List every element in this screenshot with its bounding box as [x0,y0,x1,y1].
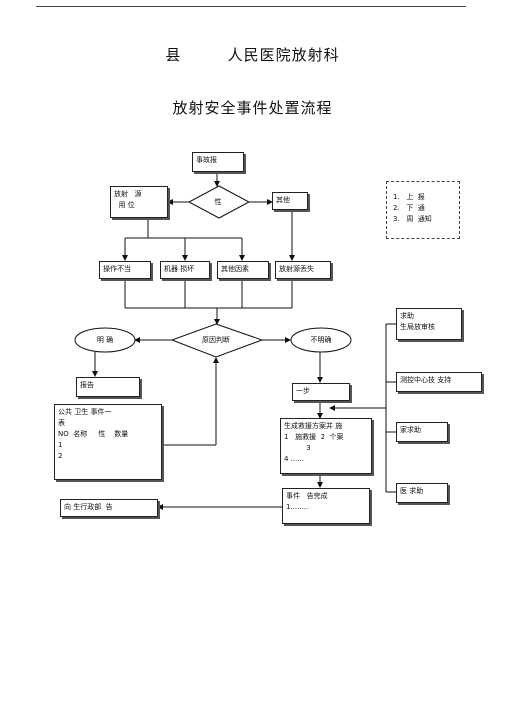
help-health-bureau-box: 求助 生局放审核 [396,308,462,340]
page-subtitle: 放射安全事件处置流程 [172,99,333,117]
help-hospital-box: 医 求助 [396,483,448,503]
radiation-source-box: 放射 源 用 位 [110,186,168,218]
op-improper-box: 操作不当 [99,261,151,279]
decision-diamond-nature [187,185,251,219]
clear-label: 明 确 [96,336,114,344]
public-health-report-table: 公共 卫生 事件一 表 NO 名称 性 数量 1 2 [54,404,162,480]
event-complete-box: 事件 告完成 1........ [282,488,370,524]
help-expert-box: 家求助 [396,422,448,442]
other-box: 其他 [272,192,308,210]
legend-box: 1. 上 报 2. 下 通 3. 周 通知 [386,181,460,239]
ellipse-unclear [290,327,352,353]
accident-report-box: 事故报 [192,152,244,172]
other-factors-box: 其他因素 [217,261,269,279]
report-box: 报告 [76,377,140,397]
unclear-label: 不明确 [310,336,332,344]
machine-fault-box: 机器 损坏 [160,261,210,279]
decision-diamond-cause [170,323,264,358]
next-step-box: 一步 [292,383,350,401]
ellipse-clear [74,327,136,353]
decision-nature-label: 性 [214,198,222,206]
cause-judgment-label: 原因判断 [202,336,230,344]
top-rule [36,6,466,7]
emergency-plan-box: 生成救援方案并 施 1 施救援 2 个案 3 4 ...... [280,418,372,474]
source-lost-box: 放射源丢失 [275,261,331,279]
health-dept-report-box: 向 生行政部 告 [60,499,158,517]
page-title: 县 人民医院放射科 [165,46,340,64]
help-monitoring-center-box: 测控中心技 支持 [396,372,482,392]
